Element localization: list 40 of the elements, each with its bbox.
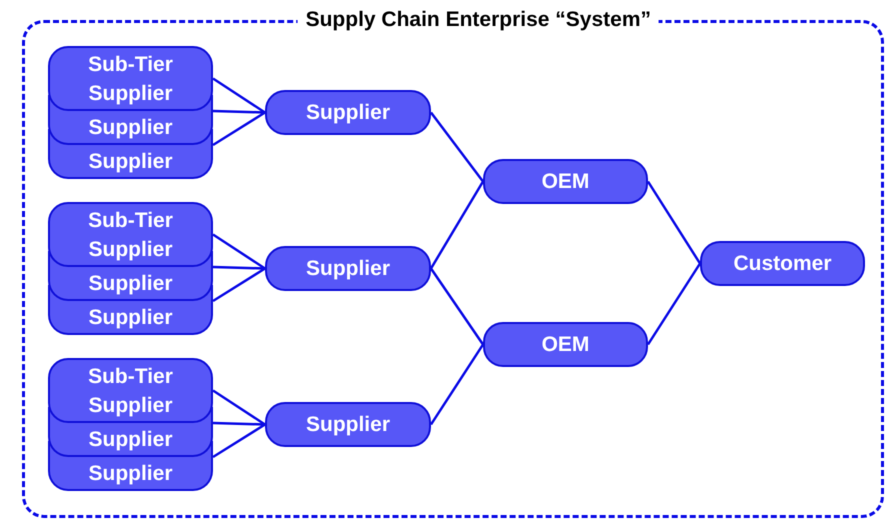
title: Supply Chain Enterprise “System”	[298, 8, 660, 32]
node-label: OEM	[542, 169, 590, 195]
rounded-box	[48, 358, 213, 423]
node-label: Supplier	[88, 115, 172, 141]
connector-line	[646, 262, 702, 346]
rounded-box	[48, 202, 213, 267]
connector-line	[212, 266, 266, 270]
rounded-box	[48, 46, 213, 111]
connector-line	[212, 389, 266, 426]
connector-line	[212, 111, 266, 146]
node-label: Supplier	[306, 100, 390, 126]
rounded-box	[265, 246, 431, 291]
node-label: Supplier	[88, 305, 172, 331]
node-label: Supplier	[88, 271, 172, 297]
connector-line	[430, 112, 484, 182]
connector-line	[430, 180, 484, 270]
connector-line	[212, 77, 266, 114]
connector-line	[212, 267, 266, 302]
connector-line	[430, 268, 484, 346]
connector-line	[430, 344, 484, 426]
rounded-box	[700, 241, 865, 286]
rounded-box	[483, 159, 648, 204]
connector-line	[212, 423, 266, 458]
rounded-box	[265, 402, 431, 447]
node-label: Supplier	[88, 461, 172, 487]
node-label: Customer	[733, 251, 832, 277]
connector-line	[646, 180, 702, 264]
connector-line	[212, 233, 266, 270]
connector-line	[212, 110, 266, 114]
node-label: Sub-Tier Supplier	[87, 364, 174, 418]
node-label: Supplier	[306, 412, 390, 438]
rounded-box	[265, 90, 431, 135]
node-label: Supplier	[306, 256, 390, 282]
node-label: Sub-Tier Supplier	[87, 208, 174, 262]
node-label: Supplier	[88, 427, 172, 453]
connector-line	[212, 422, 266, 426]
node-label: Sub-Tier Supplier	[87, 52, 174, 106]
node-label: Supplier	[88, 149, 172, 175]
rounded-box	[483, 322, 648, 367]
node-label: OEM	[542, 332, 590, 358]
